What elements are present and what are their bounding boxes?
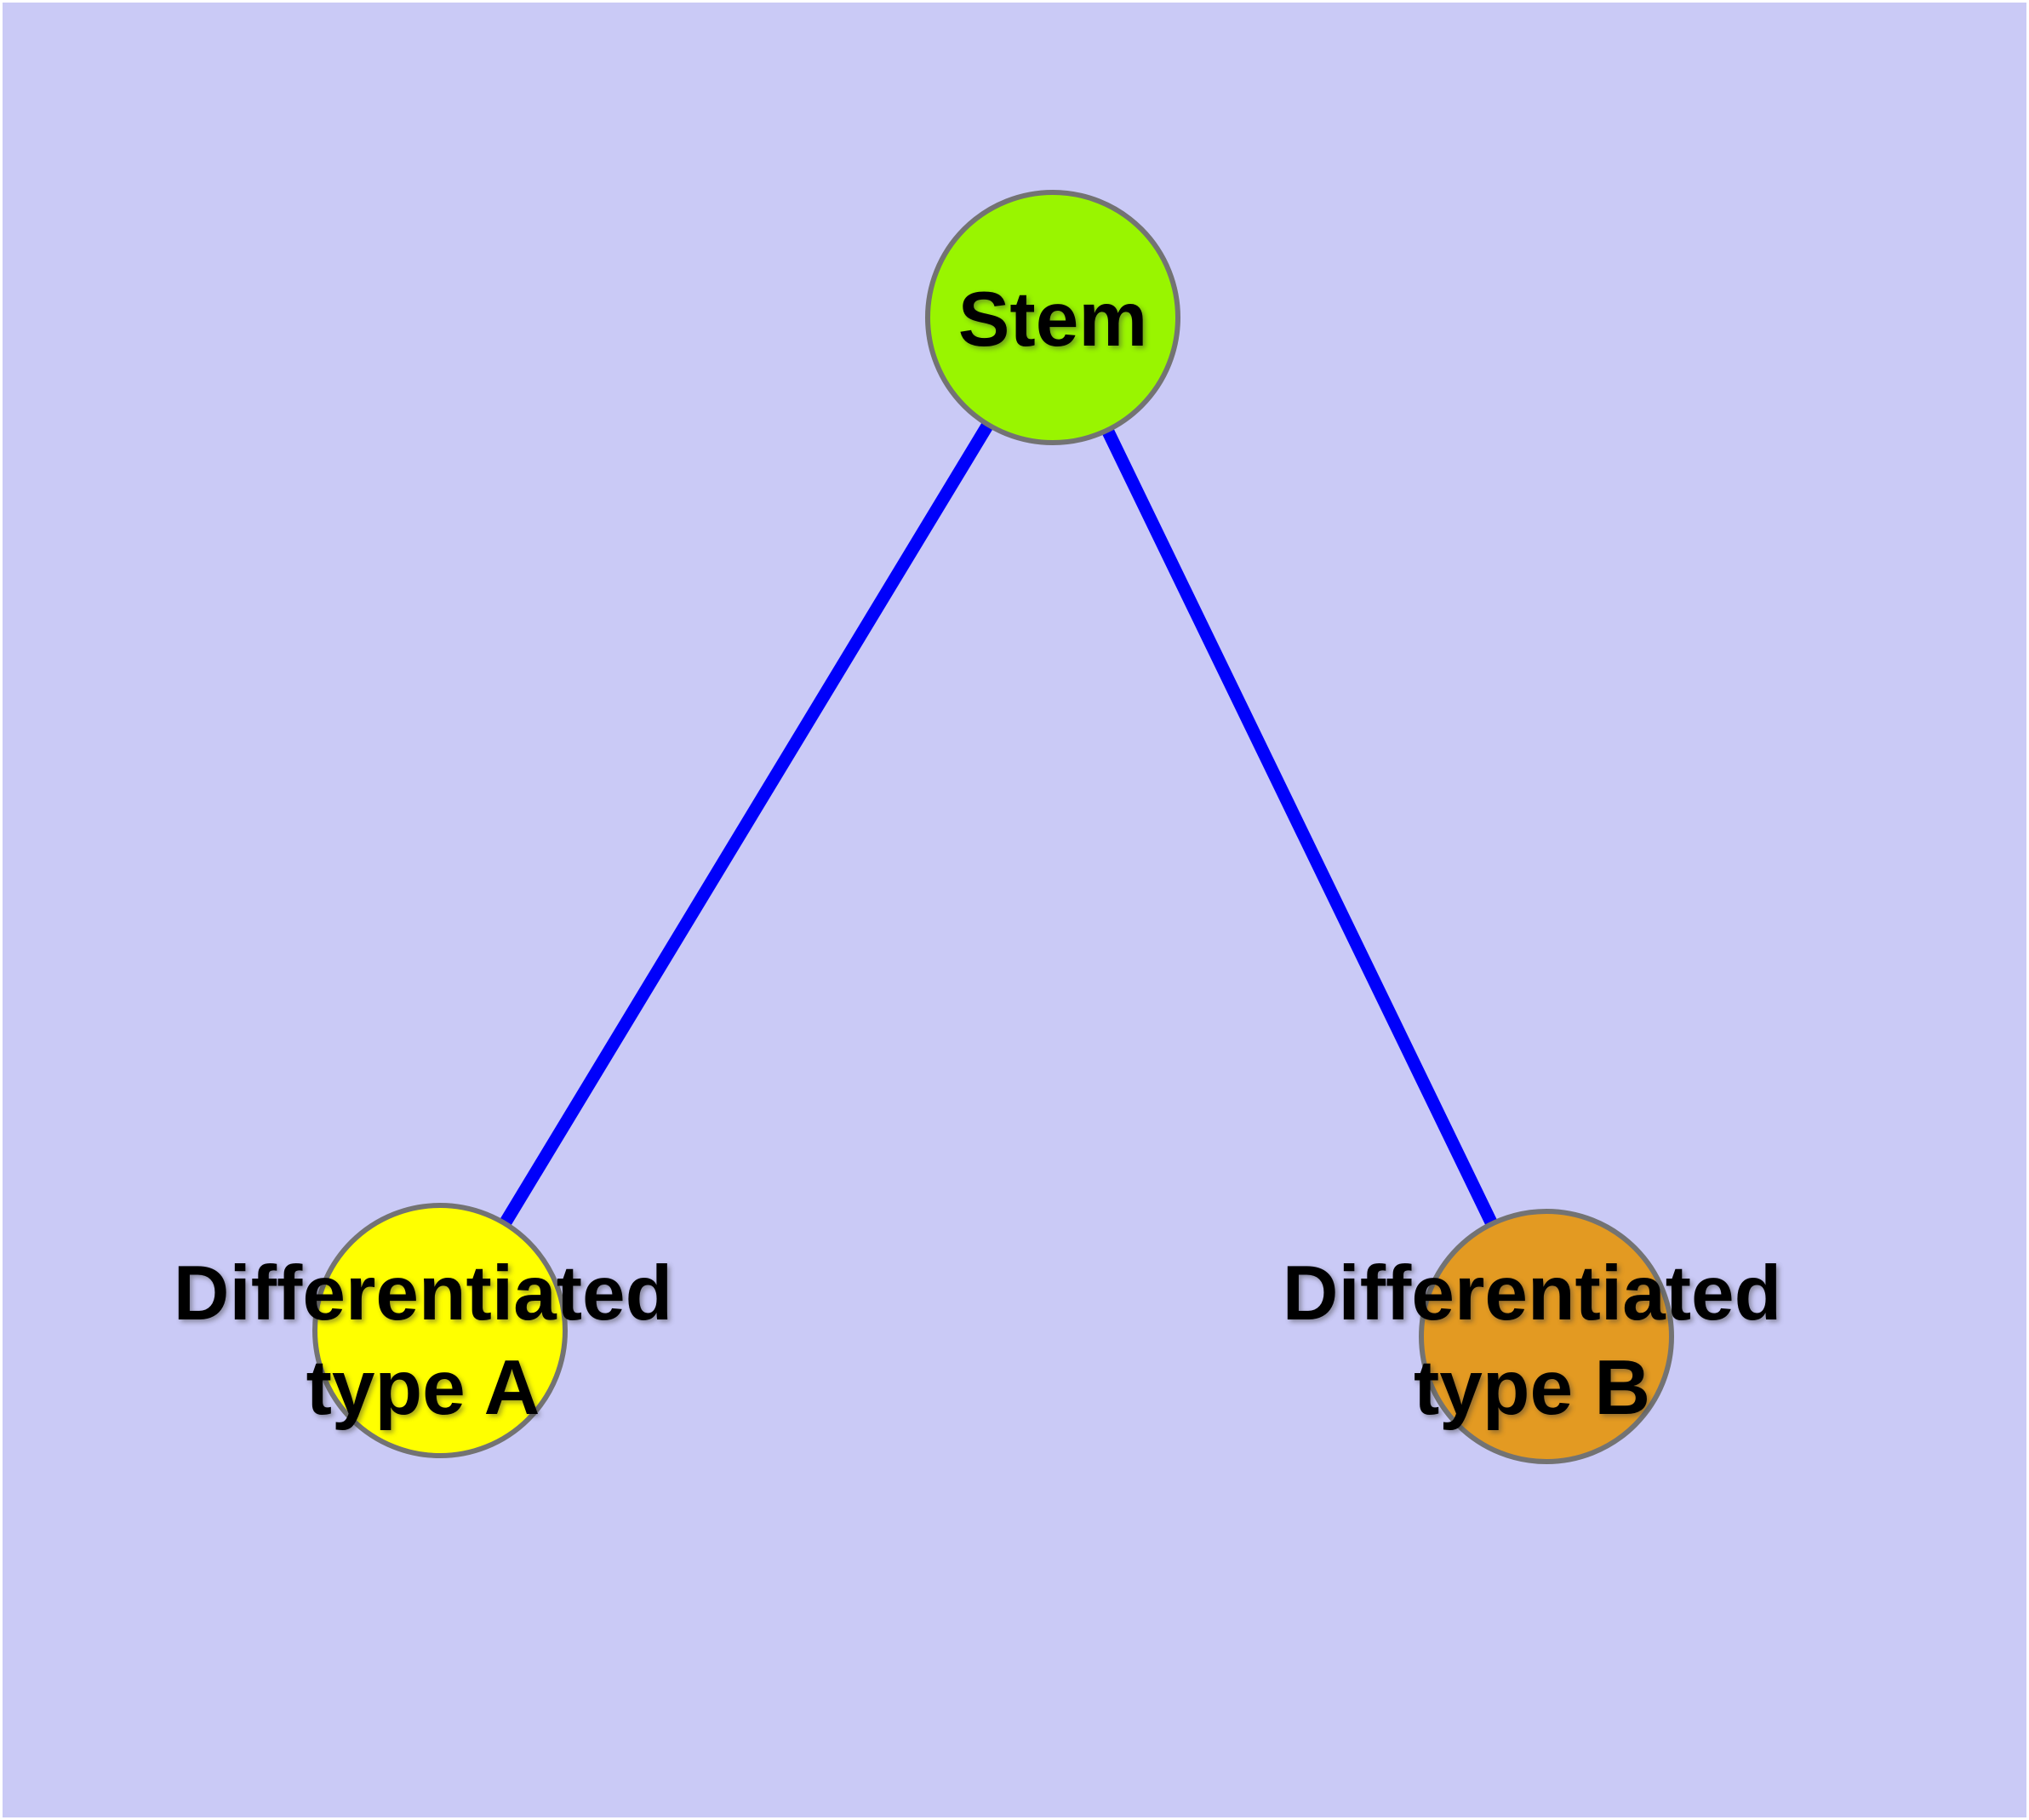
edge-stem-to-type-a [434, 314, 1059, 1334]
node-type-a-circle [312, 1203, 568, 1458]
node-type-b-label-line2: type B [1414, 1345, 1650, 1431]
node-stem-label: Stem [958, 277, 1148, 363]
edge-stem-to-type-b [1047, 314, 1552, 1340]
node-type-a-label-line1: Differentiated [174, 1251, 673, 1336]
node-stem-circle [925, 190, 1180, 445]
node-type-b-label-line1: Differentiated [1283, 1251, 1782, 1336]
node-type-a-label-line2: type A [306, 1345, 540, 1431]
node-type-b-circle [1419, 1209, 1674, 1464]
